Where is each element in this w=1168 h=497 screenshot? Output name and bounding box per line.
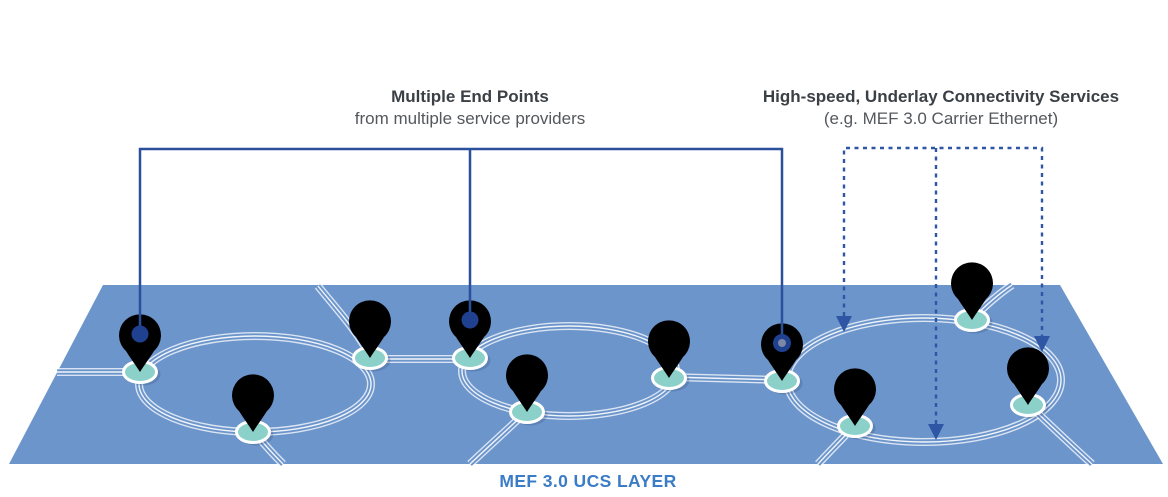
underlay-annotation: High-speed, Underlay Connectivity Servic… [741,86,1141,130]
endpoint-pin-blue [949,260,995,335]
endpoint-pin-blue [832,366,878,441]
endpoint-pin-blue [1005,345,1051,420]
ucs-layer-title: MEF 3.0 UCS LAYER [499,471,677,491]
arrow-down-icon [836,316,852,332]
endpoint-pin-orange [347,298,393,373]
endpoint-pin-orange [230,372,276,447]
underlay-annotation-subtitle: (e.g. MEF 3.0 Carrier Ethernet) [823,109,1059,128]
endpoints-annotation-subtitle: from multiple service providers [354,109,586,128]
endpoint-pin-purple [646,318,692,393]
endpoint-donut [773,334,791,352]
endpoints-annotation-title: Multiple End Points [391,87,549,106]
arrow-down-icon [928,424,944,440]
endpoints-connector-lines [138,147,784,338]
arrow-down-icon [1034,336,1050,352]
underlay-annotation-title: High-speed, Underlay Connectivity Servic… [762,87,1120,106]
underlay-dashed-arrows [836,146,1050,440]
endpoint-dot [461,311,479,329]
network-plane [9,285,1163,464]
endpoint-dot [131,325,149,343]
endpoint-pin-purple [504,352,550,427]
endpoints-annotation: Multiple End Points from multiple servic… [270,86,670,130]
